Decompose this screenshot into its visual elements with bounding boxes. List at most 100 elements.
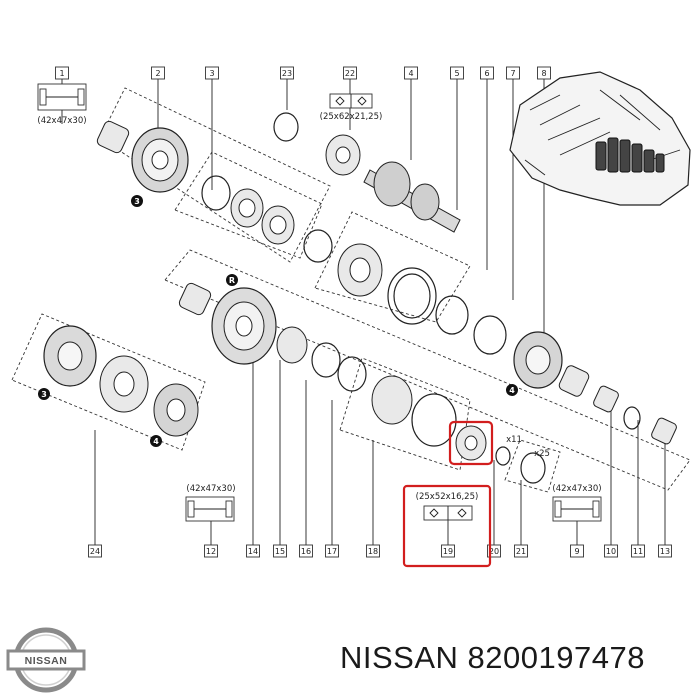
- callout-number-16: 16: [301, 547, 311, 556]
- callout-number-23: 23: [282, 69, 292, 78]
- qty-25-text: x25: [534, 449, 550, 459]
- assembly-frame-lower-left: [11, 313, 206, 451]
- badges: 3 3 4 4 R: [38, 195, 518, 447]
- callout-number-12: 12: [206, 547, 216, 556]
- part-spring-16: [311, 342, 341, 378]
- callout-box-24: [88, 544, 102, 558]
- badge-gear-right: [506, 384, 518, 396]
- part-bushing-13: [651, 417, 677, 445]
- highlighted-bearing-19: [402, 420, 494, 568]
- spec-needle-top: (42x47x30): [37, 83, 87, 126]
- badge-gear-right-text: 4: [509, 386, 515, 395]
- part-spring-17: [337, 356, 367, 392]
- callout-number-24: 24: [90, 547, 100, 556]
- nissan-logo: NISSAN: [6, 627, 86, 693]
- callout-number-10: 10: [606, 547, 616, 556]
- spec-bearing-19-text: (25x52x16,25): [416, 492, 479, 502]
- part-primary-shaft-4: [363, 161, 461, 233]
- part-reverse-gear-14: [211, 287, 277, 365]
- callout-number-9: 9: [574, 547, 579, 556]
- callout-number-8: 8: [541, 69, 546, 78]
- badge-gear-top-left-text: 3: [134, 197, 140, 206]
- callout-number-17: 17: [327, 547, 337, 556]
- assembly-frame-synchro-top: [174, 151, 323, 259]
- badge-gear-lower-left-text: 3: [41, 390, 47, 399]
- part-washer-21: [520, 452, 546, 484]
- spec-callouts: (42x47x30) (25x62x21,25) (42x47x30) (25x…: [37, 83, 602, 522]
- callout-box-2: [151, 66, 165, 80]
- badge-gear-lower-right-text: 4: [153, 437, 159, 446]
- callout-box-5: [450, 66, 464, 80]
- assembly-frame-gear-shaft: [314, 211, 471, 323]
- part-hub-sleeve: [337, 243, 437, 325]
- highlight-bearing-frame: [448, 420, 494, 466]
- spec-bearing-22-text: (25x62x21,25): [320, 112, 383, 122]
- housing-ribs: [524, 89, 681, 176]
- callout-number-11: 11: [633, 547, 643, 556]
- callout-box-23: [280, 66, 294, 80]
- callout-number-15: 15: [275, 547, 285, 556]
- callout-box-9: [570, 544, 584, 558]
- assembly-frame-synchro-lower: [339, 357, 471, 471]
- spec-bearing-19: (25x52x16,25): [416, 492, 479, 521]
- spec-needle-left-text: (42x47x30): [186, 484, 235, 494]
- logo-text: NISSAN: [25, 655, 68, 667]
- badge-gear-lower-right: [150, 435, 162, 447]
- callout-number-19: 19: [443, 547, 453, 556]
- badge-gear-lower-left: [38, 388, 50, 400]
- highlight-spec-frame: [402, 484, 492, 568]
- callout-number-21: 21: [516, 547, 526, 556]
- callout-box-18: [366, 544, 380, 558]
- spec-needle-right-text: (42x47x30): [552, 484, 601, 494]
- callout-box-22: [343, 66, 357, 80]
- callout-number-18: 18: [368, 547, 378, 556]
- callout-number-3: 3: [209, 69, 214, 78]
- housing-outline: [509, 71, 691, 206]
- callout-box-6: [480, 66, 494, 80]
- upper-shaft-parts: [96, 112, 563, 389]
- callout-box-21: [514, 544, 528, 558]
- part-bushing-10: [593, 385, 619, 413]
- assembly-frames: [11, 87, 691, 493]
- part-bearing-22: [325, 134, 361, 176]
- callout-box-16: [299, 544, 313, 558]
- part-snap-ring-5: [303, 229, 333, 263]
- part-ring-7: [473, 315, 507, 355]
- callout-number-13: 13: [660, 547, 670, 556]
- callout-box-11: [631, 544, 645, 558]
- badge-reverse-gear-text: R: [229, 276, 235, 285]
- assembly-frame-top-left: [99, 87, 331, 263]
- logo-bar: [6, 649, 86, 671]
- callout-box-17: [325, 544, 339, 558]
- part-circlip-23: [273, 112, 299, 142]
- part-needle-bearing-9: [558, 365, 590, 397]
- callout-box-14: [246, 544, 260, 558]
- callout-box-15: [273, 544, 287, 558]
- callout-box-8: [537, 66, 551, 80]
- callout-number-4: 4: [408, 69, 413, 78]
- badge-reverse-gear: [226, 274, 238, 286]
- spec-needle-top-text: (42x47x30): [37, 116, 86, 126]
- part-synchro-set-3: [201, 175, 295, 245]
- badge-gear-top-left: [131, 195, 143, 207]
- part-circlip-20: [495, 446, 511, 466]
- spec-bearing-22: (25x62x21,25): [320, 93, 383, 122]
- callout-box-1: [55, 66, 69, 80]
- callout-number-14: 14: [248, 547, 258, 556]
- assembly-frame-washer: [504, 439, 561, 493]
- part-gear-2: [131, 127, 189, 193]
- part-ring-6: [435, 295, 469, 335]
- assembly-frame-middle: [164, 249, 691, 491]
- callout-number-22: 22: [345, 69, 355, 78]
- lower-shaft-parts: [43, 282, 677, 484]
- callout-number-6: 6: [484, 69, 489, 78]
- callout-box-12: [204, 544, 218, 558]
- part-needle-bearing-1: [96, 120, 130, 154]
- part-synchro-ring-15: [276, 326, 308, 364]
- part-washer-11: [623, 406, 641, 430]
- callout-box-19: [441, 544, 455, 558]
- callout-number-7: 7: [510, 69, 515, 78]
- callout-box-13: [658, 544, 672, 558]
- callout-box-10: [604, 544, 618, 558]
